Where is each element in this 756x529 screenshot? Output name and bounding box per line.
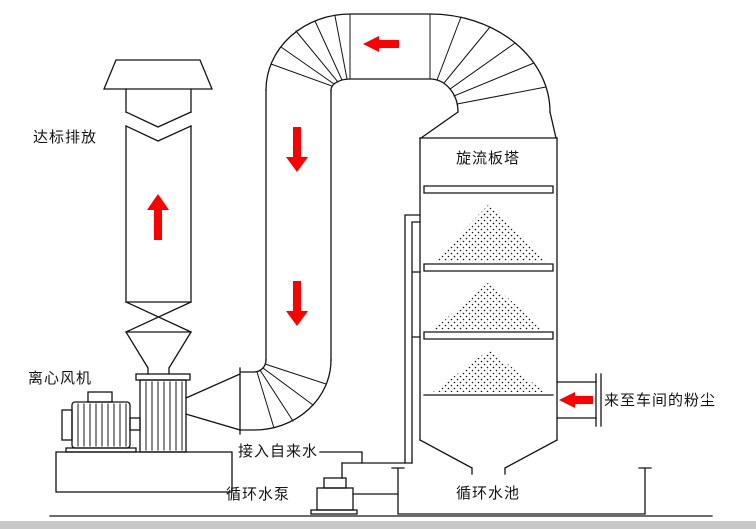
fan-casing xyxy=(139,379,187,453)
motor-cooling-fins xyxy=(77,403,127,447)
duct-down-flow-arrow-2 xyxy=(286,281,308,326)
fan-casing-ribs xyxy=(145,381,183,451)
motor-body xyxy=(71,401,131,449)
pipe-break-symbol xyxy=(125,111,192,142)
overhead-duct-seams xyxy=(349,13,431,80)
right-bend-gores xyxy=(436,16,547,105)
centrifugal-fan xyxy=(55,373,233,493)
inlet-duct-walls xyxy=(556,381,597,419)
motor-end-cap xyxy=(61,409,73,441)
tower-walls xyxy=(419,137,558,441)
stack-x-brace xyxy=(125,301,192,333)
duct-down-flow-arrow-1 xyxy=(286,127,308,172)
elbow-gore-seams xyxy=(256,363,327,429)
left-bend-gores xyxy=(270,15,348,87)
tower-hood xyxy=(419,111,558,139)
stack-rain-cap xyxy=(103,59,213,90)
stack-up-flow-arrow xyxy=(147,194,169,240)
label-tower: 旋流板塔 xyxy=(456,149,520,167)
cyclone-plate-tower xyxy=(404,111,558,475)
tap-water-line xyxy=(319,451,363,464)
overhead-duct-outer-wall xyxy=(265,13,551,113)
exhaust-stack xyxy=(103,59,213,375)
footer-gray-bar xyxy=(0,521,756,529)
water-system xyxy=(310,451,413,515)
motor-terminal-box xyxy=(87,391,113,403)
fan-foundation xyxy=(55,451,233,493)
swirl-plate-cone-3 xyxy=(433,350,545,392)
label-emission: 达标排放 xyxy=(33,128,97,146)
duct-walls xyxy=(265,89,332,361)
top-duct-left-flow-arrow xyxy=(363,36,399,52)
overhead-duct-inner-wall xyxy=(330,78,459,113)
stack-walls xyxy=(125,88,192,303)
label-tap-water: 接入自来水 xyxy=(238,442,318,460)
fan-inlet-cone xyxy=(185,373,241,431)
ground xyxy=(0,515,756,529)
swirl-plate-cone-2 xyxy=(433,282,545,330)
label-pump: 循环水泵 xyxy=(226,485,290,503)
fan-top-flange xyxy=(135,373,191,381)
stack-taper xyxy=(125,331,192,375)
tower-spray-pipe xyxy=(404,214,421,464)
pool-walls xyxy=(391,467,652,515)
label-fan: 离心风机 xyxy=(28,369,92,387)
duct-elbow xyxy=(239,359,332,435)
overhead-duct xyxy=(265,13,551,113)
pump-motor-cap xyxy=(323,477,347,489)
swirl-plate-cone-1 xyxy=(433,204,545,262)
motor-shaft-coupling xyxy=(129,417,141,431)
downcomer-duct xyxy=(185,89,332,435)
water-pool xyxy=(391,467,652,515)
label-pool: 循环水池 xyxy=(456,484,520,502)
pump-body xyxy=(316,487,354,511)
pump-base xyxy=(310,509,358,515)
label-dust-inlet: 来至车间的粉尘 xyxy=(604,391,716,409)
inlet-flange xyxy=(595,373,602,427)
tower-bottom-cone xyxy=(419,439,558,475)
tower-plate-decks xyxy=(423,185,554,396)
dust-inlet-duct xyxy=(556,373,602,427)
inlet-left-flow-arrow xyxy=(559,392,593,408)
